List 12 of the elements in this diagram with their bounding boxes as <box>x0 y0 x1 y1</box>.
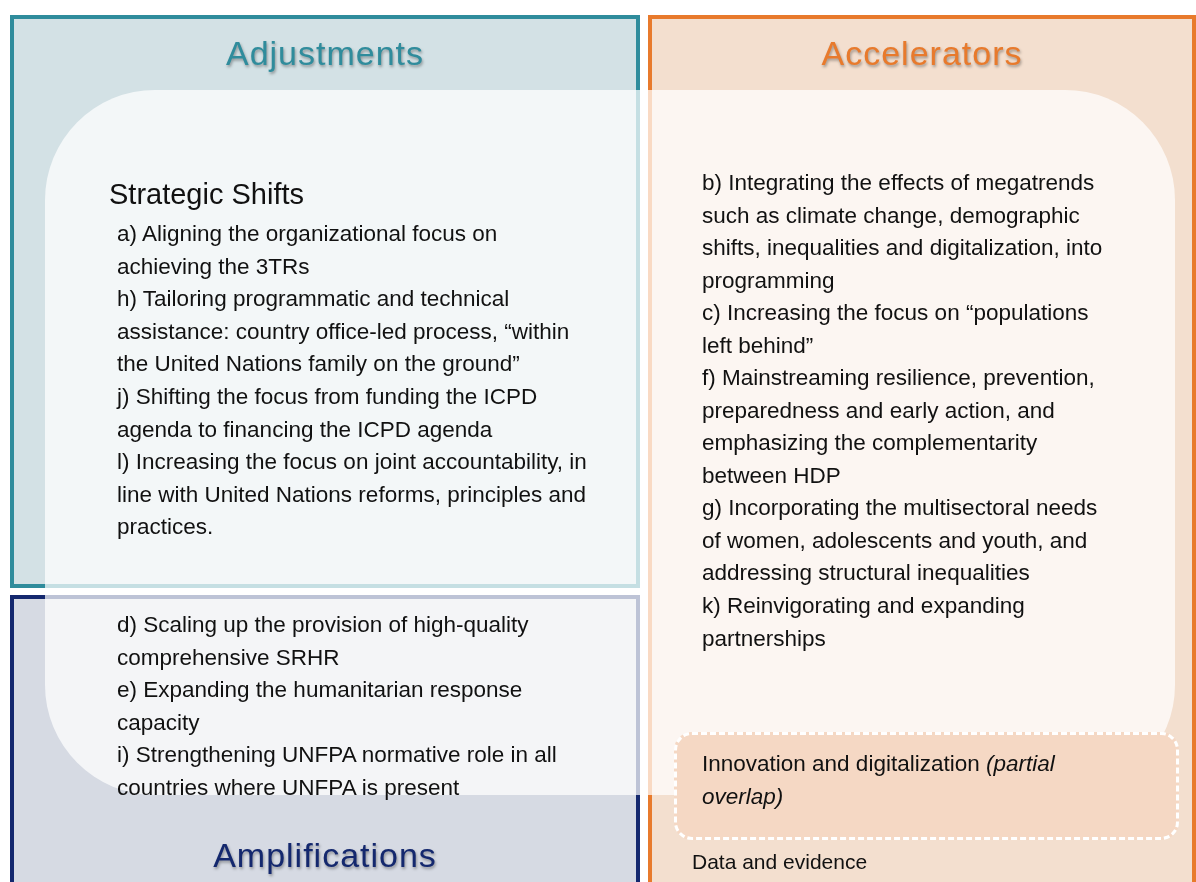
list-item: k) Reinvigorating and expanding partnerships <box>702 592 1026 653</box>
quadrant-title: Amplifications <box>212 836 438 875</box>
list-item: h) Tailoring programmatic and technical assistance: country office-led process, “within the United Nations family on the ground” <box>117 285 571 379</box>
panel-heading: Strategic Shifts <box>109 177 306 212</box>
list-item: l) Increasing the focus on joint accountability, in line with United Nations reforms, principles and practices. <box>117 448 588 542</box>
quadrant-title: Adjustments <box>224 34 426 73</box>
list-item: i) Strengthening UNFPA normative role in all countries where UNFPA is present <box>117 741 558 802</box>
caption-text: Data and evidence <box>692 849 869 875</box>
box-text: Innovation and digitalization (partial overlap) <box>702 750 1057 811</box>
dashed-box <box>674 732 1179 840</box>
list-item: c) Increasing the focus on “populations left behind” <box>702 299 1090 360</box>
quadrant-title: Accelerators <box>820 34 1024 73</box>
